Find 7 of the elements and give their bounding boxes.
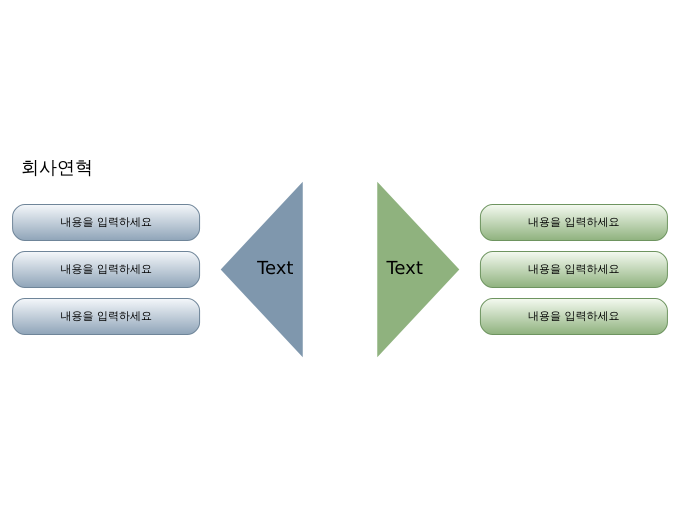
node-box: 내용을 입력하세요 [12,298,200,334]
node-box: 내용을 입력하세요 [480,250,668,288]
node-box: 내용을 입력하세요 [12,204,200,240]
node-box: 내용을 입력하세요 [480,204,668,240]
node-box: 내용을 입력하세요 [480,298,668,334]
node-box: 내용을 입력하세요 [12,250,200,288]
diagram-title: 회사연혁 [21,156,94,178]
